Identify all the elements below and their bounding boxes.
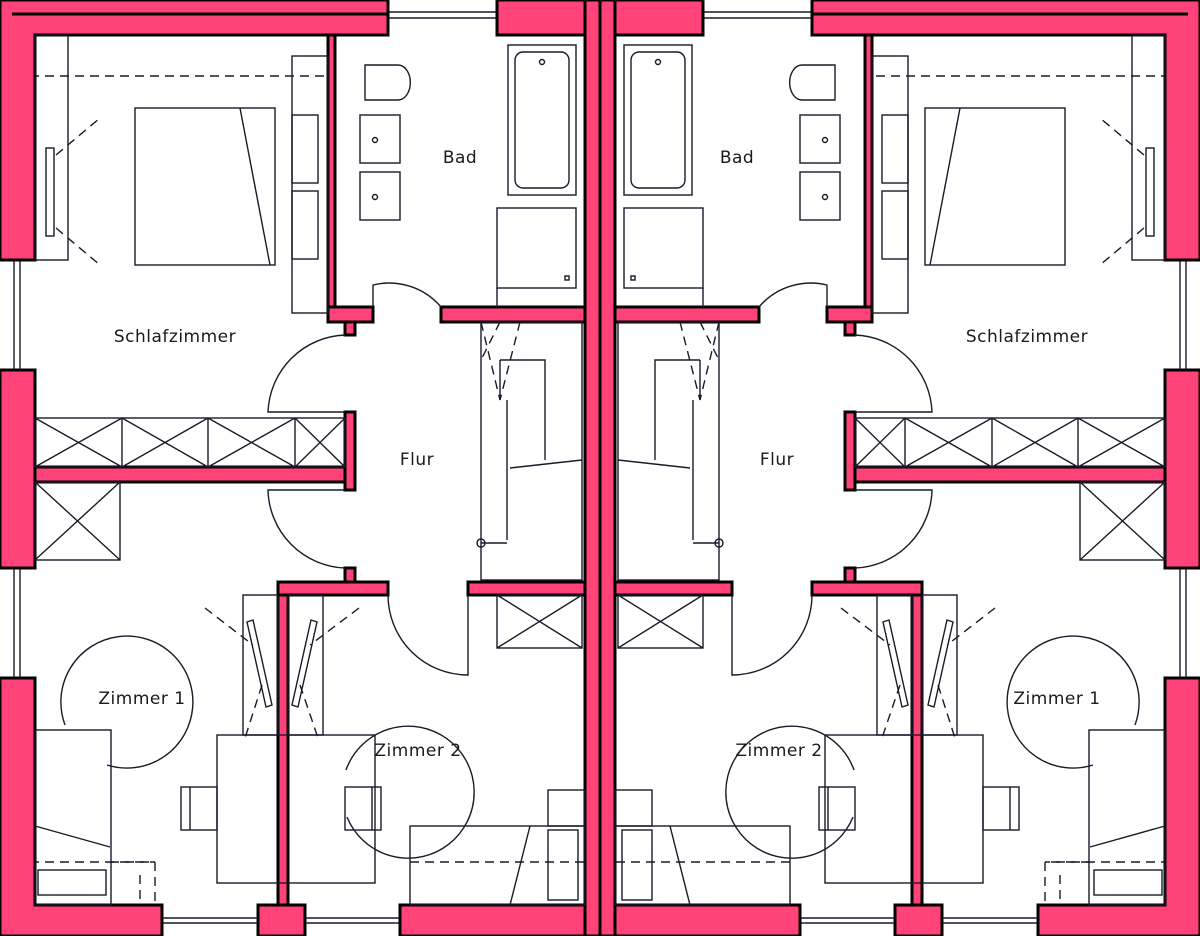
- left-unit: [0, 0, 602, 936]
- right-unit: [598, 0, 1200, 936]
- room-label-zimmer-1: Zimmer 1: [98, 689, 185, 709]
- room-label-flur: Flur: [400, 450, 434, 470]
- room-label-zimmer-2: Zimmer 2: [735, 741, 822, 761]
- room-label-flur: Flur: [760, 450, 794, 470]
- room-label-schlafzimmer: Schlafzimmer: [966, 327, 1088, 347]
- right-unit-labels: Bad Schlafzimmer Flur Zimmer 1 Zimmer 2: [720, 148, 1100, 761]
- room-label-bad: Bad: [443, 148, 477, 168]
- left-unit-labels: Bad Schlafzimmer Flur Zimmer 1 Zimmer 2: [98, 148, 477, 761]
- room-label-schlafzimmer: Schlafzimmer: [114, 327, 236, 347]
- room-label-zimmer-2: Zimmer 2: [374, 741, 461, 761]
- room-label-bad: Bad: [720, 148, 754, 168]
- room-label-zimmer-1: Zimmer 1: [1013, 689, 1100, 709]
